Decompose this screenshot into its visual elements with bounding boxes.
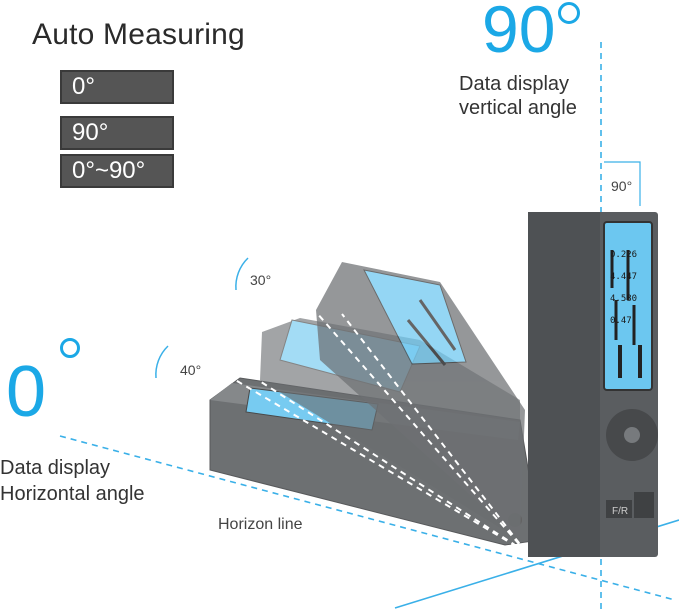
horizontal-angle-value: 0 — [6, 352, 47, 432]
vertical-caption-line1: Data display — [459, 73, 570, 95]
mode-chip-0: 0° — [60, 70, 174, 104]
arc-40 — [155, 345, 169, 379]
mode-chip-range: 0°~90° — [60, 154, 174, 188]
horizontal-caption-line1: Data display — [0, 457, 111, 479]
rotation-rays — [231, 311, 527, 553]
lcd-readings: 0.226 4.447 4.580 0.47 — [610, 244, 650, 332]
vertical-angle-value: 90 — [482, 0, 556, 66]
arc-30 — [235, 257, 249, 291]
horizon-dashed-line — [59, 435, 676, 601]
lcd-reading-2: 4.447 — [610, 272, 638, 282]
page-title: Auto Measuring — [32, 18, 245, 51]
lcd-reading-3: 4.580 — [610, 294, 638, 304]
device-vertical — [528, 212, 658, 557]
angle-mark-40: 40° — [180, 362, 202, 378]
mode-chip-90: 90° — [60, 116, 174, 150]
device-30 — [316, 262, 525, 540]
degree-ring-icon — [558, 2, 580, 24]
lcd-reading-4: 0.47 — [610, 316, 632, 326]
lcd-reading-1: 0.226 — [610, 250, 638, 260]
horizontal-caption-line2: Horizontal angle — [0, 483, 145, 505]
angle-mark-30: 30° — [250, 272, 272, 288]
fr-button-label: F/R — [612, 506, 628, 517]
vertical-angle-tag: 90° — [611, 178, 633, 194]
vertical-angle-bracket — [604, 161, 641, 206]
degree-ring-icon — [60, 338, 80, 358]
horizon-line-label: Horizon line — [218, 516, 303, 533]
vertical-caption-line2: vertical angle — [459, 97, 577, 119]
